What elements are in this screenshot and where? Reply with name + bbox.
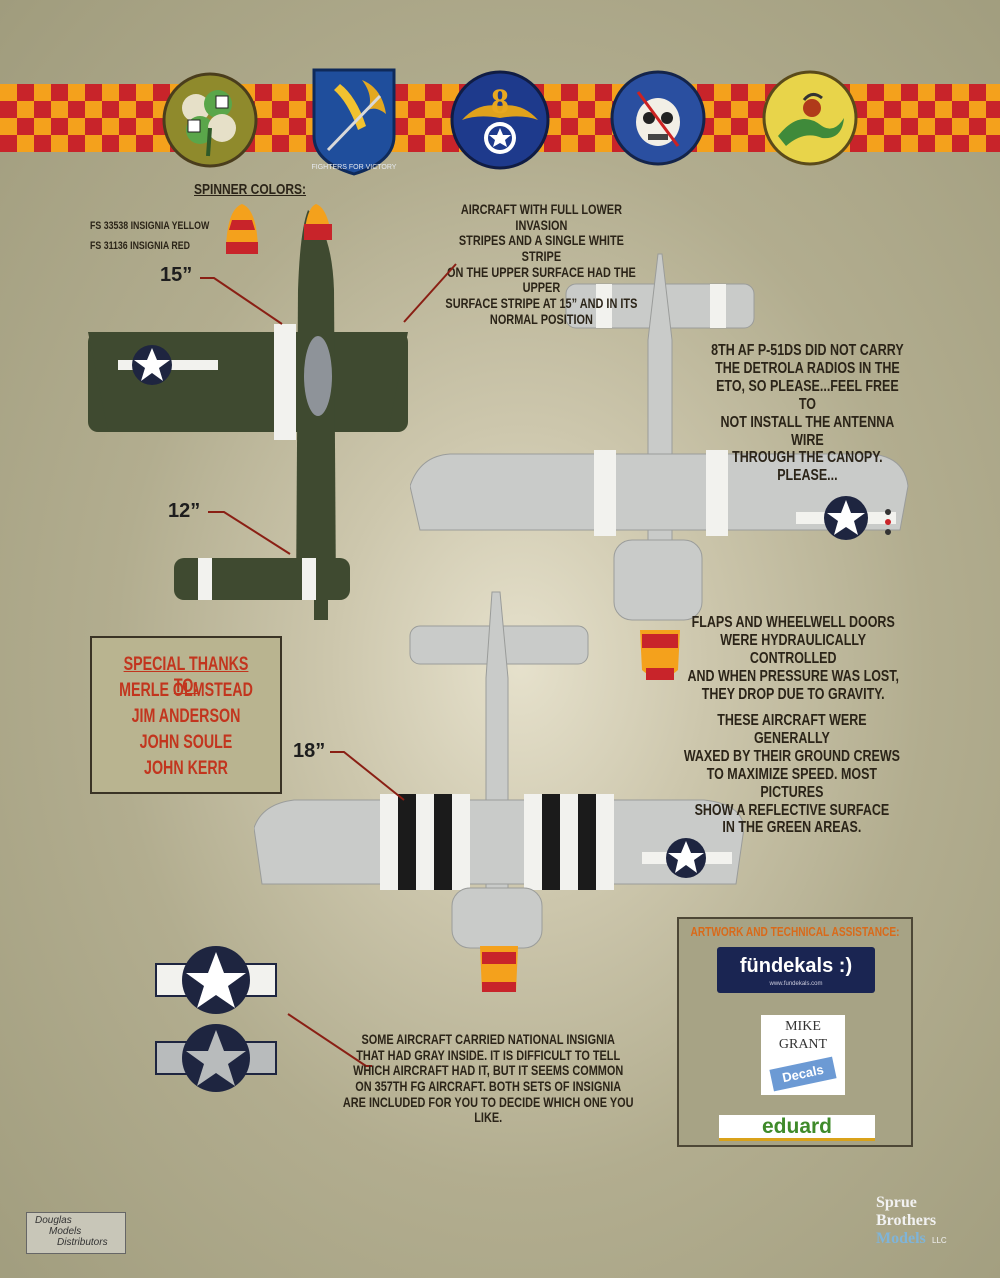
note-insignia: SOME AIRCRAFT CARRIED NATIONAL INSIGNIA …	[340, 1031, 636, 1126]
mike-grant-logo: MIKE GRANT Decals	[761, 1015, 845, 1095]
dragon-badge	[762, 70, 858, 166]
spinner-yellow-label: FS 33538 INSIGNIA YELLOW	[90, 220, 210, 232]
underside-view-aircraft-2	[254, 591, 744, 992]
note-flaps-line: WERE HYDRAULICALLY CONTROLLED	[720, 631, 867, 667]
thanks-name: MERLE OLMSTEAD	[119, 680, 253, 701]
note-radio-line: ETO, SO PLEASE...FEEL FREE TO	[716, 377, 899, 413]
skull-badge	[610, 70, 706, 166]
sprue-line-2: Brothers	[876, 1212, 937, 1229]
note-invasion-line: ON THE UPPER SURFACE HAD THE UPPER	[447, 263, 636, 296]
sprue-line-4: LLC	[932, 1236, 947, 1245]
douglas-line-3: Distributors	[57, 1237, 108, 1248]
spinner-swatch	[226, 204, 258, 254]
eduard-underline	[719, 1138, 875, 1141]
note-waxed-line: THESE AIRCRAFT WERE GENERALLY	[717, 712, 867, 747]
fundekals-logo: fündekals :) www.fundekals.com	[717, 947, 875, 993]
mike-grant-decals: Decals	[769, 1056, 837, 1092]
thanks-name: JOHN SOULE	[139, 732, 233, 753]
spinner-title: SPINNER COLORS:	[194, 181, 307, 198]
measure-12: 12”	[168, 500, 201, 522]
note-waxed-line: WAXED BY THEIR GROUND CREWS	[683, 747, 900, 765]
motto-for: FOR	[348, 164, 364, 171]
fundekals-wordmark: fündekals :)	[739, 955, 853, 977]
eduard-wordmark: eduard	[761, 1115, 832, 1138]
douglas-line-1: Douglas	[35, 1215, 72, 1226]
measure-15: 15”	[160, 264, 193, 286]
note-radio-line: 8TH AF P-51Ds DID NOT CARRY	[711, 342, 904, 359]
thanks-name: JIM ANDERSON	[131, 706, 241, 727]
fundekals-url: www.fundekals.com	[769, 981, 823, 987]
badge-motto: FIGHTERS FOR VICTORY	[310, 164, 398, 171]
artwork-assistance-box: ARTWORK AND TECHNICAL ASSISTANCE: fündek…	[677, 917, 913, 1147]
sprue-brothers-logo: Sprue Brothers Models LLC	[876, 1194, 972, 1252]
mike-grant-mike: MIKE	[785, 1019, 821, 1034]
note-radio: 8TH AF P-51Ds DID NOT CARRY THE DETROLA …	[706, 342, 909, 485]
douglas-line-2: Models	[49, 1226, 82, 1237]
fighters-for-victory-shield	[312, 68, 396, 176]
assist-title: ARTWORK AND TECHNICAL ASSISTANCE:	[690, 924, 900, 939]
note-insignia-line: THAT HAD GRAY INSIDE. IT IS DIFFICULT TO…	[356, 1046, 621, 1063]
note-radio-line: THROUGH THE CANOPY. PLEASE...	[732, 449, 883, 485]
eighth-numeral: 8	[491, 81, 509, 121]
douglas-models-logo: Douglas Models Distributors	[26, 1212, 126, 1254]
note-waxed-line: SHOW A REFLECTIVE SURFACE	[694, 801, 890, 819]
eighth-air-force-badge	[450, 70, 550, 170]
eduard-logo: eduard	[719, 1115, 875, 1141]
underside-view-aircraft-1	[410, 253, 909, 680]
note-flaps-line: THEY DROP DUE TO GRAVITY.	[701, 685, 885, 703]
motto-fighters: FIGHTERS	[311, 164, 347, 171]
insignia-gray-star	[155, 1024, 277, 1092]
leader-line-insignia	[287, 1013, 372, 1067]
leader-line-note	[403, 263, 457, 323]
note-radio-line: NOT INSTALL THE ANTENNA WIRE	[720, 413, 895, 449]
note-radio-line: THE DETROLA RADIOS IN THE	[715, 359, 900, 377]
note-flaps-line: FLAPS AND WHEELWELL DOORS	[691, 614, 895, 631]
top-view-aircraft	[88, 204, 408, 620]
note-invasion-line: AIRCRAFT WITH FULL LOWER INVASION	[460, 201, 622, 233]
sprue-line-3: Models	[876, 1230, 926, 1247]
note-invasion-line: STRIPES AND A SINGLE WHITE STRIPE	[458, 232, 624, 265]
thanks-name: JOHN KERR	[144, 758, 228, 779]
note-invasion-stripes: AIRCRAFT WITH FULL LOWER INVASION STRIPE…	[440, 201, 643, 327]
measure-18: 18”	[293, 740, 326, 762]
clover-dice-badge	[162, 72, 258, 168]
note-insignia-line: SOME AIRCRAFT CARRIED NATIONAL INSIGNIA	[361, 1031, 615, 1047]
note-insignia-line: ARE INCLUDED FOR YOU TO DECIDE WHICH ONE…	[342, 1093, 634, 1126]
note-insignia-line: WHICH AIRCRAFT HAD IT, BUT IT SEEMS COMM…	[353, 1062, 624, 1079]
note-invasion-line: NORMAL POSITION	[489, 310, 593, 327]
special-thanks-box: SPECIAL THANKS TO: MERLE OLMSTEAD JIM AN…	[90, 636, 282, 794]
leader-line-18	[330, 751, 405, 801]
note-insignia-line: ON 357TH FG AIRCRAFT. BOTH SETS OF INSIG…	[355, 1078, 622, 1095]
spinner-red-label: FS 31136 INSIGNIA RED	[90, 240, 190, 252]
note-waxed-line: IN THE GREEN AREAS.	[722, 819, 862, 837]
leader-line-15	[200, 277, 283, 325]
note-flaps-line: AND WHEN PRESSURE WAS LOST,	[687, 667, 899, 685]
note-waxed: THESE AIRCRAFT WERE GENERALLY WAXED BY T…	[678, 712, 906, 837]
thanks-title: SPECIAL THANKS TO:	[123, 654, 249, 697]
mike-grant-grant: GRANT	[778, 1037, 828, 1052]
note-invasion-line: SURFACE STRIPE AT 15” AND IN ITS	[445, 295, 638, 312]
insignia-white-star	[155, 946, 277, 1014]
motto-victory: VICTORY	[365, 164, 397, 171]
note-flaps: FLAPS AND WHEELWELL DOORS WERE HYDRAULIC…	[684, 614, 902, 704]
sprue-line-1: Sprue	[876, 1194, 917, 1211]
leader-line-12	[208, 511, 291, 555]
note-waxed-line: TO MAXIMIZE SPEED. MOST PICTURES	[706, 765, 878, 801]
